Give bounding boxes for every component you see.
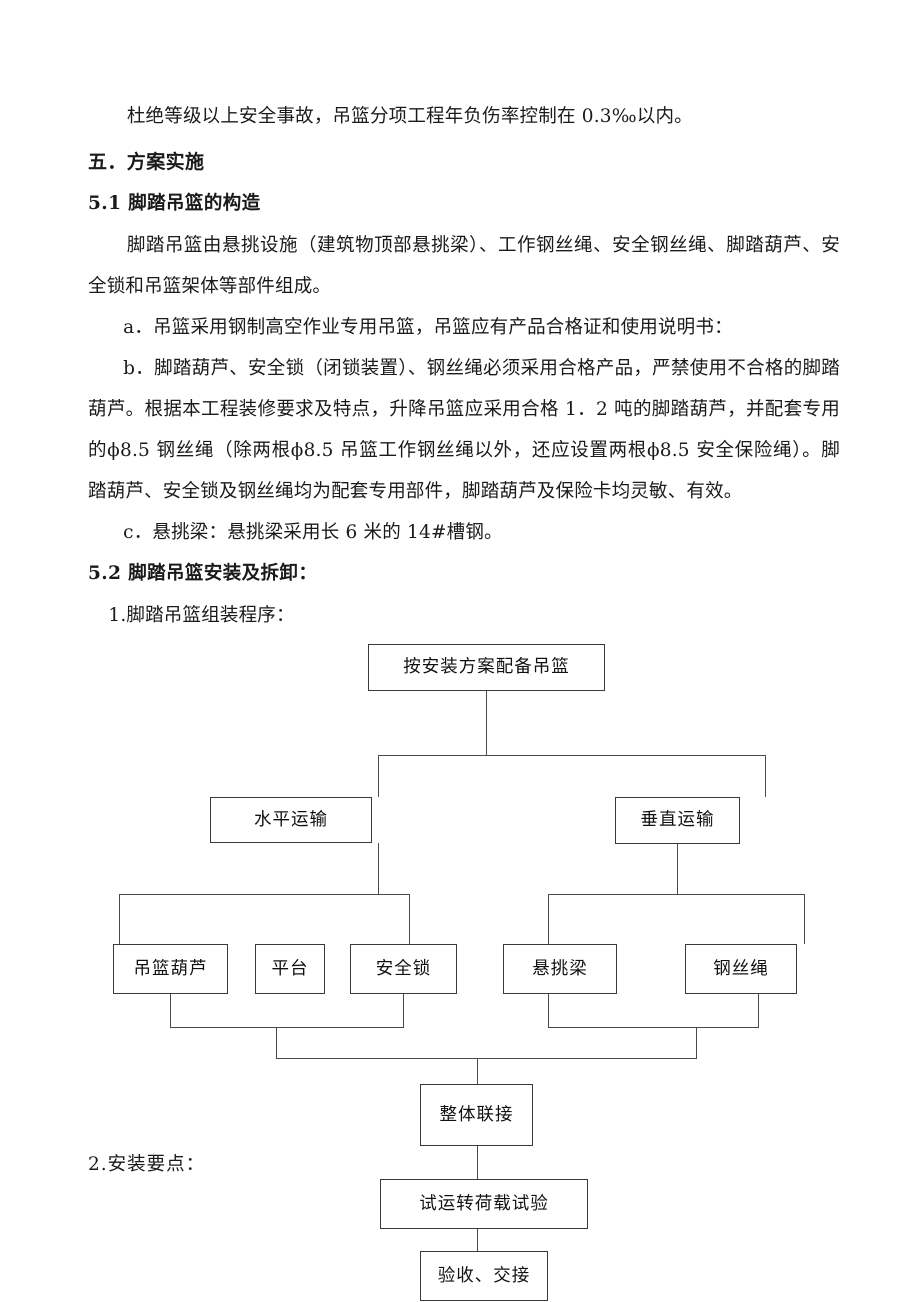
flow-node-label: 吊篮葫芦 xyxy=(133,958,208,979)
flow-node-label: 钢丝绳 xyxy=(713,958,769,979)
connector-bus-left-drop xyxy=(378,755,380,797)
assembly-procedure-flowchart: 按安装方案配备吊篮 水平运输 垂直运输 xyxy=(88,636,840,1301)
connector-left-merge xyxy=(170,1027,404,1029)
connector-final-merge xyxy=(276,1058,697,1060)
connector-n9-down xyxy=(477,1146,479,1179)
connector-bus-left-group xyxy=(119,894,410,896)
connector-bus-level1 xyxy=(378,755,766,757)
intro-paragraph: 杜绝等级以上安全事故，吊篮分项工程年负伤率控制在 0.3‰以内。 xyxy=(126,106,693,127)
flow-node-试运转荷载试验: 试运转荷载试验 xyxy=(380,1179,588,1229)
connector-n4-down xyxy=(170,994,172,1028)
flow-node-label: 垂直运输 xyxy=(640,810,715,830)
subsection-heading-5-1: 5.1 脚踏吊篮的构造 xyxy=(88,193,261,214)
connector-n2-down xyxy=(378,843,380,895)
connector-left-merge-down xyxy=(276,1027,278,1059)
flow-node-悬挑梁: 悬挑梁 xyxy=(503,944,617,994)
flow-node-垂直运输: 垂直运输 xyxy=(615,797,740,844)
connector-final-merge-down xyxy=(477,1058,479,1084)
flow-node-吊篮葫芦: 吊篮葫芦 xyxy=(113,944,228,994)
footer-note-installation-points: 2.安装要点： xyxy=(88,1154,206,1175)
flow-node-钢丝绳: 钢丝绳 xyxy=(685,944,797,994)
flow-node-label: 悬挑梁 xyxy=(532,958,588,979)
connector-n10-down xyxy=(477,1229,479,1251)
connector-left-group-drop-3 xyxy=(409,894,411,944)
flow-node-水平运输: 水平运输 xyxy=(210,797,372,843)
section-heading-5: 五．方案实施 xyxy=(88,151,205,173)
connector-n8-down xyxy=(758,994,760,1028)
flow-node-label: 试运转荷载试验 xyxy=(419,1193,549,1214)
connector-left-group-drop-1 xyxy=(119,894,121,944)
flowchart-caption: 1.脚踏吊篮组装程序： xyxy=(108,605,295,626)
connector-bus-right-group xyxy=(548,894,805,896)
flow-node-平台: 平台 xyxy=(255,944,325,994)
connector-n3-down xyxy=(677,844,679,895)
subsection-heading-5-2: 5.2 脚踏吊篮安装及拆卸： xyxy=(88,563,318,584)
paragraph-5-1-body: 脚踏吊篮由悬挑设施（建筑物顶部悬挑梁）、工作钢丝绳、安全钢丝绳、脚踏葫芦、安全锁… xyxy=(88,235,840,297)
document-body: 杜绝等级以上安全事故，吊篮分项工程年负伤率控制在 0.3‰以内。 五．方案实施 … xyxy=(88,96,840,1301)
flow-node-label: 整体联接 xyxy=(439,1104,514,1125)
list-item-c: c．悬挑梁：悬挑梁采用长 6 米的 14#槽钢。 xyxy=(123,522,503,543)
connector-right-group-drop-1 xyxy=(548,894,550,944)
connector-right-group-drop-2 xyxy=(804,894,806,944)
flow-node-label: 水平运输 xyxy=(254,809,328,830)
list-item-a: a．吊篮采用钢制高空作业专用吊篮，吊篮应有产品合格证和使用说明书： xyxy=(123,317,733,338)
flow-node-验收交接: 验收、交接 xyxy=(420,1251,548,1301)
connector-bus-right-drop xyxy=(765,755,767,797)
connector-n1-down xyxy=(486,691,488,756)
flow-node-label: 验收、交接 xyxy=(437,1265,531,1286)
flow-node-按安装方案配备吊篮: 按安装方案配备吊篮 xyxy=(368,644,605,691)
flow-node-安全锁: 安全锁 xyxy=(350,944,457,994)
connector-right-merge xyxy=(548,1027,759,1029)
list-item-b: b．脚踏葫芦、安全锁（闭锁装置）、钢丝绳必须采用合格产品，严禁使用不合格的脚踏葫… xyxy=(88,358,840,502)
flow-node-整体联接: 整体联接 xyxy=(420,1084,533,1146)
connector-right-merge-down xyxy=(696,1027,698,1059)
flow-node-label: 安全锁 xyxy=(375,958,432,979)
flow-node-label: 平台 xyxy=(271,958,309,979)
connector-n6-down xyxy=(403,994,405,1028)
flow-node-label: 按安装方案配备吊篮 xyxy=(403,657,570,677)
connector-n7-down xyxy=(548,994,550,1028)
